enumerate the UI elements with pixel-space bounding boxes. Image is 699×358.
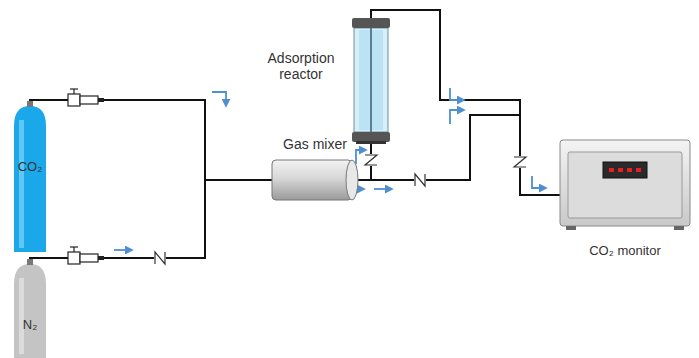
flow-arrow bbox=[450, 88, 464, 100]
node-label: N₂ bbox=[23, 318, 37, 333]
check-valve bbox=[365, 154, 377, 166]
node-label: Adsorption reactor bbox=[258, 50, 344, 82]
flow-arrow bbox=[450, 110, 464, 124]
node-label: CO₂ bbox=[18, 160, 43, 175]
flow-arrow bbox=[114, 249, 132, 251]
pressure-regulator bbox=[68, 247, 104, 264]
node-label: CO₂ monitor bbox=[589, 244, 661, 259]
gas-pipe bbox=[30, 180, 272, 262]
check-valve bbox=[154, 252, 166, 264]
gas-pipe bbox=[30, 100, 272, 180]
gas-mixer: Gas mixer bbox=[272, 136, 358, 200]
node-label: Gas mixer bbox=[283, 136, 347, 152]
gas-cylinder: N₂ bbox=[14, 262, 46, 358]
flow-arrow bbox=[212, 92, 226, 106]
shape-outline bbox=[560, 140, 690, 230]
shape-outline bbox=[14, 104, 46, 252]
gas-cylinder: CO₂ bbox=[14, 104, 46, 252]
flow-arrow bbox=[532, 176, 546, 188]
shape-outline bbox=[14, 262, 46, 358]
flow-arrow bbox=[374, 188, 392, 190]
shape-outline bbox=[352, 18, 390, 144]
gas-pipe bbox=[371, 10, 560, 195]
adsorption-reactor: Adsorption reactor bbox=[352, 18, 390, 144]
pressure-regulator bbox=[68, 89, 104, 106]
co2-monitor: CO₂ monitor bbox=[560, 140, 690, 230]
check-valve bbox=[414, 174, 426, 186]
flow-arrow bbox=[356, 150, 366, 164]
check-valve bbox=[514, 156, 526, 168]
